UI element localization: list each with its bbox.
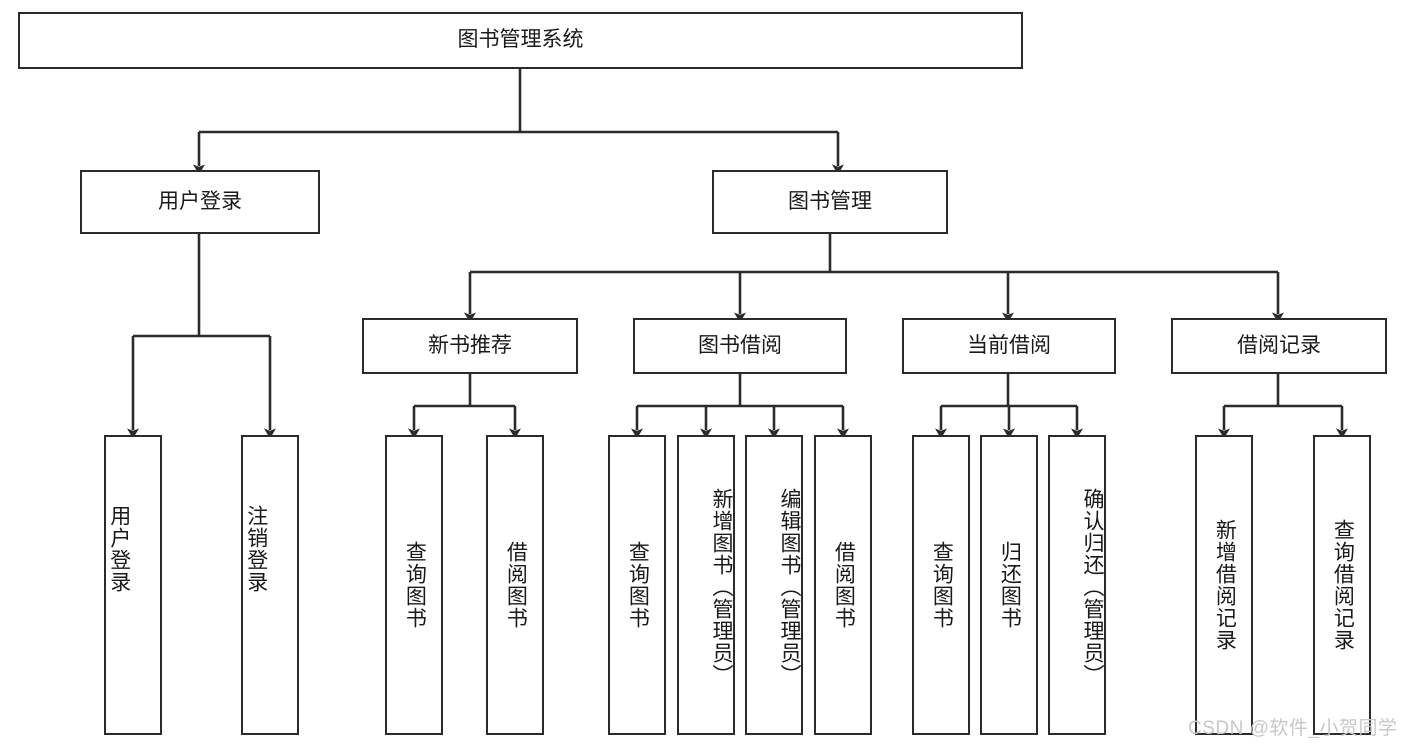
node-leaf-confirm-return-label: 确认归还（管理员） [1081,488,1104,686]
node-leaf-add-record[interactable]: 新增借阅记录 [1195,435,1253,735]
node-leaf-logout[interactable]: 注销登录 [241,435,299,735]
node-leaf-confirm-return[interactable]: 确认归还（管理员） [1048,435,1106,735]
node-root-label: 图书管理系统 [457,28,584,52]
node-leaf-query-book-3[interactable]: 查询图书 [912,435,970,735]
node-user-login-label: 用户登录 [158,189,242,213]
node-new-book-rec-label: 新书推荐 [428,333,512,357]
node-leaf-query-book-1-label: 查询图书 [403,541,427,629]
node-book-mgmt-label: 图书管理 [788,189,872,213]
node-leaf-return-book-label: 归还图书 [998,541,1022,629]
node-leaf-user-login[interactable]: 用户登录 [104,435,162,735]
node-borrow-record-label: 借阅记录 [1237,333,1321,357]
node-leaf-query-record[interactable]: 查询借阅记录 [1313,435,1371,735]
node-borrow-record[interactable]: 借阅记录 [1171,318,1387,374]
node-leaf-query-book-2[interactable]: 查询图书 [608,435,666,735]
node-new-book-rec[interactable]: 新书推荐 [362,318,578,374]
node-current-borrow[interactable]: 当前借阅 [902,318,1116,374]
node-leaf-borrow-book-2-label: 借阅图书 [832,541,856,629]
node-leaf-add-book[interactable]: 新增图书（管理员） [677,435,735,735]
node-leaf-borrow-book-1-label: 借阅图书 [504,541,528,629]
node-leaf-borrow-book-2[interactable]: 借阅图书 [814,435,872,735]
node-leaf-query-book-2-label: 查询图书 [626,541,650,629]
node-user-login[interactable]: 用户登录 [80,170,320,234]
node-current-borrow-label: 当前借阅 [967,333,1051,357]
node-leaf-user-login-label: 用户登录 [107,505,131,593]
node-leaf-query-book-3-label: 查询图书 [930,541,954,629]
node-root[interactable]: 图书管理系统 [18,12,1023,69]
node-book-mgmt[interactable]: 图书管理 [712,170,948,234]
node-leaf-add-record-label: 新增借阅记录 [1213,519,1237,651]
node-leaf-return-book[interactable]: 归还图书 [980,435,1038,735]
node-leaf-query-record-label: 查询借阅记录 [1331,519,1355,651]
node-leaf-edit-book-label: 编辑图书（管理员） [778,488,801,686]
node-book-borrow-label: 图书借阅 [698,333,782,357]
watermark: CSDN @软件_小贺同学 [1188,718,1398,739]
node-leaf-borrow-book-1[interactable]: 借阅图书 [486,435,544,735]
node-leaf-logout-label: 注销登录 [244,505,268,593]
node-leaf-query-book-1[interactable]: 查询图书 [385,435,443,735]
node-leaf-edit-book[interactable]: 编辑图书（管理员） [745,435,803,735]
node-leaf-add-book-label: 新增图书（管理员） [710,488,733,686]
node-book-borrow[interactable]: 图书借阅 [633,318,847,374]
